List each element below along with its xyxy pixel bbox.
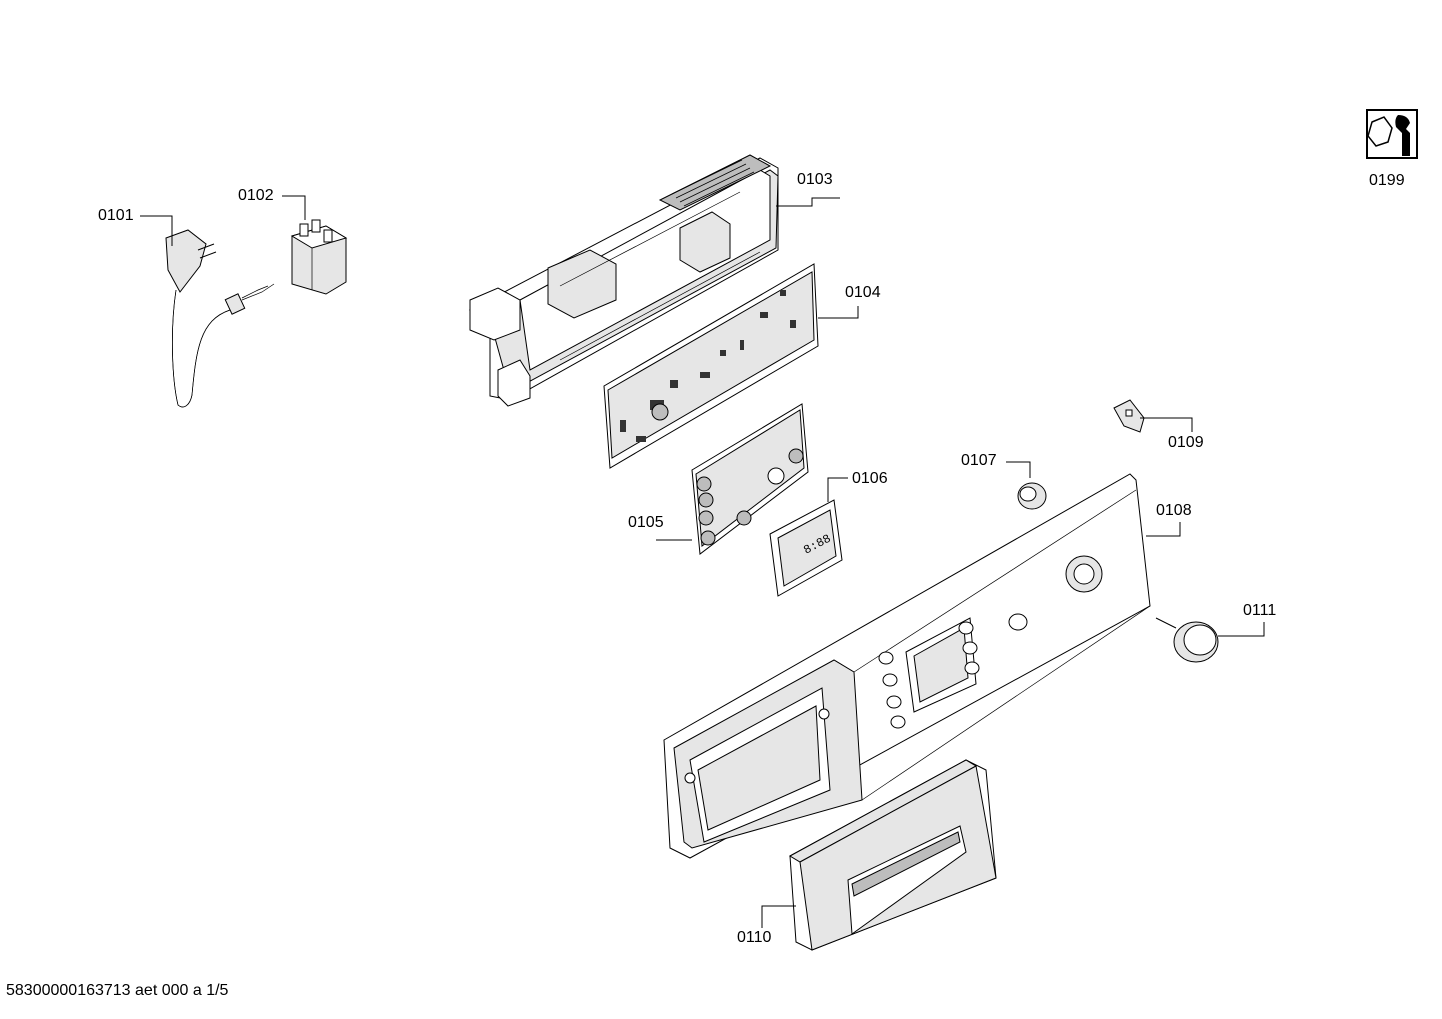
tool-icon-label: 0199 <box>1369 172 1405 189</box>
part-label-0109: 0109 <box>1168 434 1204 451</box>
knob-cap-part[interactable] <box>1017 482 1047 510</box>
power-cord-part[interactable] <box>165 229 275 408</box>
control-panel-part[interactable] <box>663 473 1151 859</box>
part-label-0108: 0108 <box>1156 502 1192 519</box>
part-label-0106: 0106 <box>852 470 888 487</box>
part-label-0110: 0110 <box>737 929 772 946</box>
drawer-handle-part[interactable] <box>788 759 997 951</box>
part-label-0105: 0105 <box>628 514 664 531</box>
main-pcb-part[interactable] <box>603 263 819 469</box>
document-footer: 58300000163713 aet 000 a 1/5 <box>6 982 229 999</box>
part-label-0104: 0104 <box>845 284 881 301</box>
part-label-0101: 0101 <box>98 207 134 224</box>
program-knob-part[interactable] <box>1155 617 1219 663</box>
clip-part[interactable] <box>1113 399 1145 433</box>
part-label-0103: 0103 <box>797 171 833 188</box>
part-label-0111: 0111 <box>1243 602 1276 619</box>
part-label-0107: 0107 <box>961 452 997 469</box>
suppressor-part[interactable] <box>290 219 348 295</box>
control-housing-part[interactable] <box>468 154 779 407</box>
display-frame-part[interactable]: 8:88 <box>769 499 843 597</box>
wrench-nut-icon[interactable] <box>1366 109 1418 159</box>
keypad-pcb-part[interactable] <box>691 403 809 555</box>
part-label-0102: 0102 <box>238 187 274 204</box>
